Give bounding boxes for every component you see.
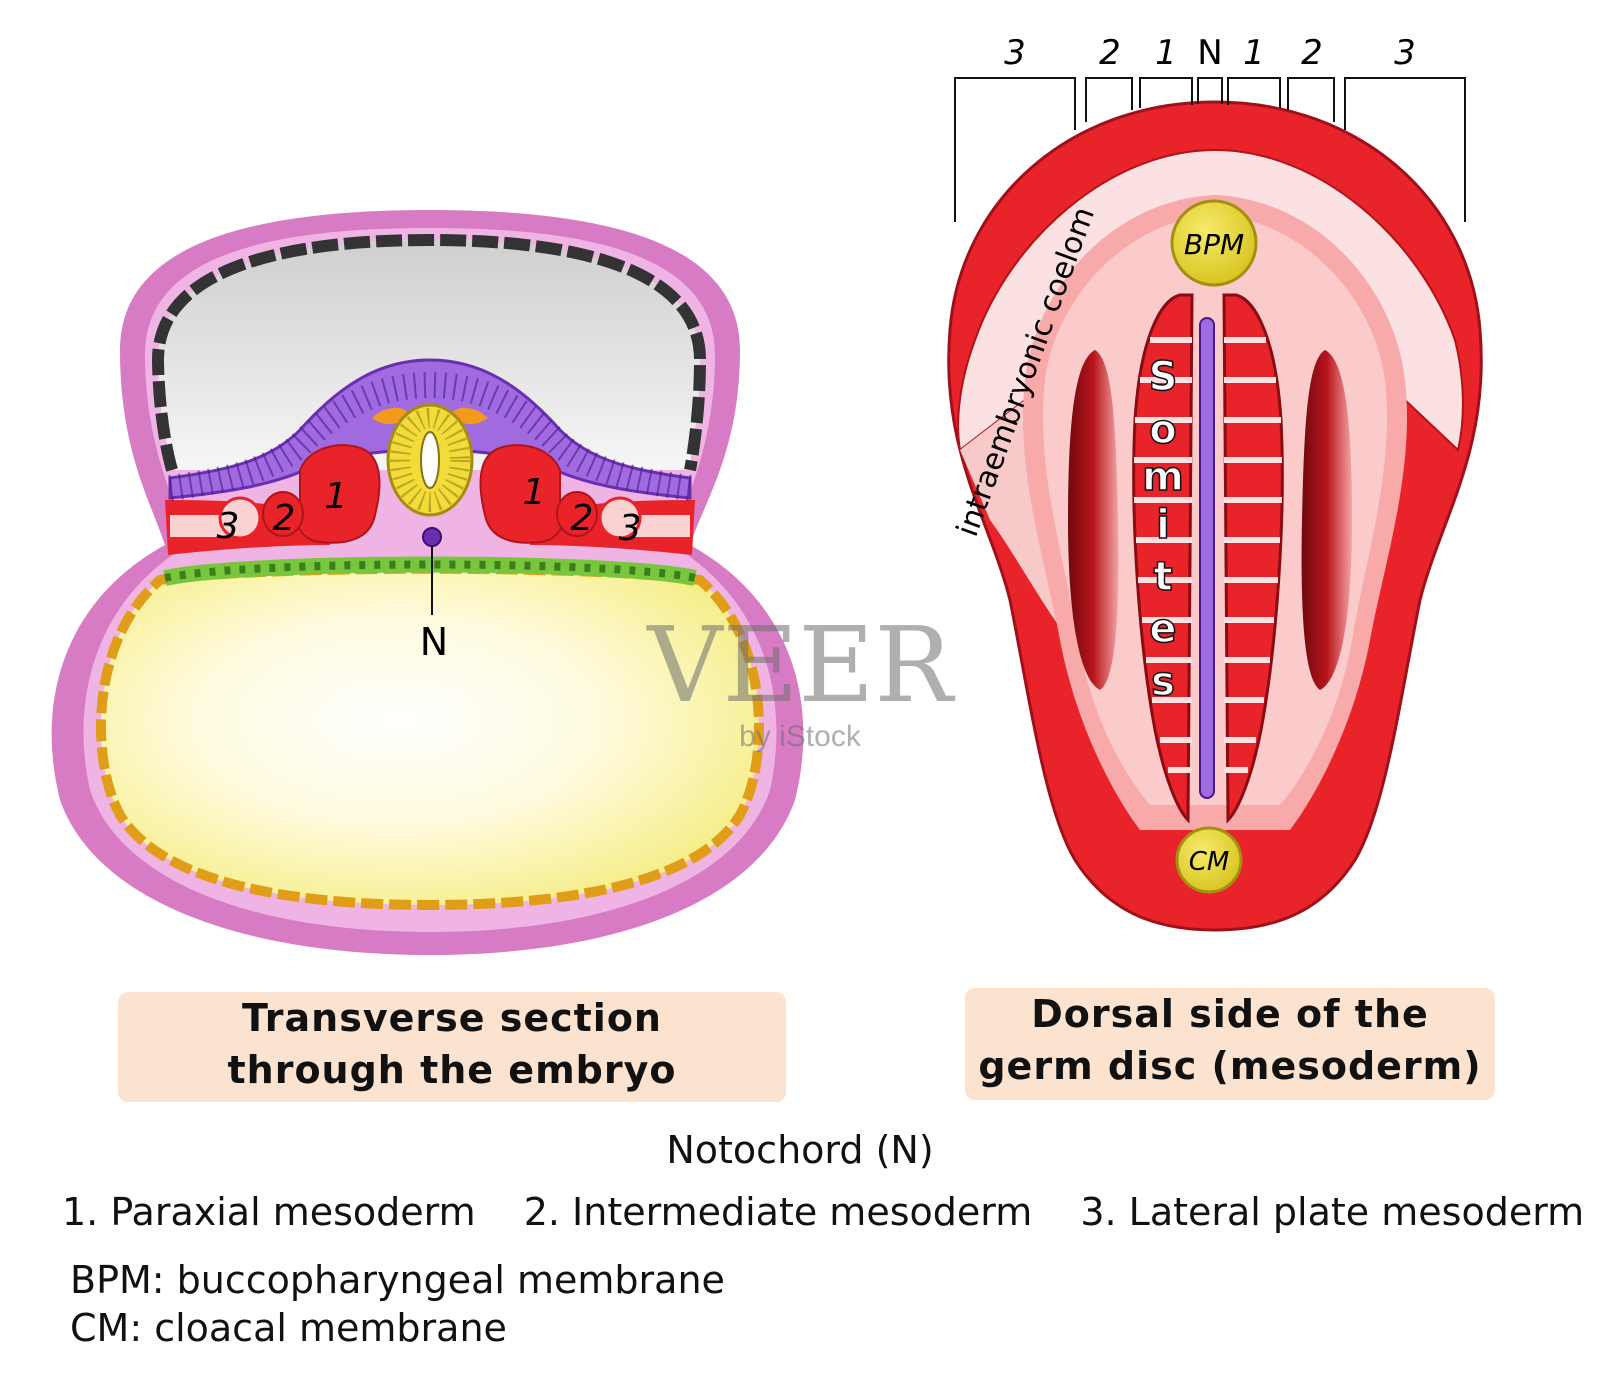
bracket-2-left bbox=[1085, 77, 1133, 122]
intermediate-slit-right bbox=[1301, 350, 1352, 690]
bracket-label: 1 bbox=[1155, 33, 1177, 73]
bpm-circle bbox=[1170, 199, 1258, 287]
endoderm-beads bbox=[164, 560, 696, 582]
somite-column-right bbox=[1222, 293, 1284, 824]
legend-lateral: 3. Lateral plate mesoderm bbox=[1080, 1190, 1585, 1234]
somite-column-left bbox=[1132, 293, 1194, 824]
label-1-left: 1 bbox=[325, 476, 348, 517]
notochord bbox=[422, 527, 442, 547]
lateral-mesoderm-right bbox=[598, 496, 642, 540]
somites-letter: t bbox=[1153, 554, 1172, 600]
somites-letter: i bbox=[1156, 502, 1170, 548]
bracket-label: 2 bbox=[1301, 33, 1323, 73]
cm-circle bbox=[1175, 826, 1243, 894]
label-3-left: 3 bbox=[217, 506, 240, 547]
bracket-label: N bbox=[1197, 33, 1222, 73]
somite-segments-right bbox=[1224, 337, 1282, 773]
bracket-3-right bbox=[1344, 77, 1466, 222]
intermediate-mesoderm-right bbox=[556, 491, 598, 537]
caption-transverse-section: Transverse section through the embryo bbox=[118, 992, 786, 1102]
legend-intermediate: 2. Intermediate mesoderm bbox=[523, 1190, 1033, 1234]
legend-cm: CM: cloacal membrane bbox=[70, 1306, 507, 1350]
somite-segments-left bbox=[1134, 337, 1192, 773]
legend-bpm: BPM: buccopharyngeal membrane bbox=[70, 1258, 725, 1302]
caption-line: Transverse section bbox=[242, 996, 662, 1040]
bracket-label: 3 bbox=[1394, 33, 1416, 73]
region-brackets bbox=[954, 77, 1466, 222]
bracket-3-left bbox=[954, 77, 1076, 222]
paraxial-mesoderm-left bbox=[295, 444, 381, 544]
label-2-right: 2 bbox=[571, 498, 594, 539]
legend-mesoderm: 1. Paraxial mesoderm 2. Intermediate mes… bbox=[62, 1190, 1600, 1234]
somites-letter: o bbox=[1149, 407, 1176, 453]
legend-notochord: Notochord (N) bbox=[666, 1128, 934, 1172]
bracket-1-right bbox=[1227, 77, 1281, 108]
cm-label: CM bbox=[1189, 847, 1230, 877]
bracket-labels: 3 2 1 N 1 2 3 bbox=[1004, 33, 1416, 73]
bracket-label: 2 bbox=[1099, 33, 1121, 73]
bracket-1-left bbox=[1139, 77, 1193, 108]
somites-word: S o m i t e s bbox=[1141, 353, 1184, 706]
somites-letter: S bbox=[1149, 354, 1178, 400]
bracket-label: 1 bbox=[1243, 33, 1265, 73]
label-2-left: 2 bbox=[273, 498, 296, 539]
caption-line: germ disc (mesoderm) bbox=[978, 1044, 1482, 1088]
legend-paraxial: 1. Paraxial mesoderm bbox=[62, 1190, 476, 1234]
somites-letter: s bbox=[1151, 659, 1175, 705]
bpm-label: BPM bbox=[1184, 228, 1244, 261]
amnion-membrane bbox=[151, 233, 707, 472]
paraxial-mesoderm-right bbox=[479, 444, 565, 544]
dorsal-view: BPM CM intraembryonic coelom S o m i t e… bbox=[947, 33, 1483, 932]
transverse-section: 3 2 1 1 2 3 N bbox=[51, 210, 804, 955]
somites-letter: e bbox=[1149, 606, 1176, 652]
neural-canal bbox=[420, 431, 440, 489]
caption-line: Dorsal side of the bbox=[1031, 992, 1429, 1036]
bracket-n bbox=[1197, 77, 1223, 104]
label-3-right: 3 bbox=[619, 508, 642, 549]
intermediate-mesoderm-left bbox=[262, 491, 304, 537]
lateral-mesoderm-left bbox=[218, 496, 262, 540]
caption-line: through the embryo bbox=[227, 1048, 677, 1092]
amniotic-cavity bbox=[158, 240, 700, 470]
bracket-label: 3 bbox=[1004, 33, 1026, 73]
somites-letter: m bbox=[1142, 454, 1184, 500]
neural-tube-stripes bbox=[390, 408, 470, 512]
label-notochord-left: N bbox=[420, 620, 448, 664]
intermediate-slit-left bbox=[1068, 350, 1119, 690]
label-1-right: 1 bbox=[523, 472, 546, 513]
bracket-2-right bbox=[1287, 77, 1335, 122]
embryo-diagram: 3 2 1 1 2 3 N BPM CM intraembryonic coe bbox=[51, 33, 1483, 955]
notochord-line bbox=[1199, 317, 1215, 799]
caption-dorsal-side: Dorsal side of the germ disc (mesoderm) bbox=[965, 988, 1495, 1100]
